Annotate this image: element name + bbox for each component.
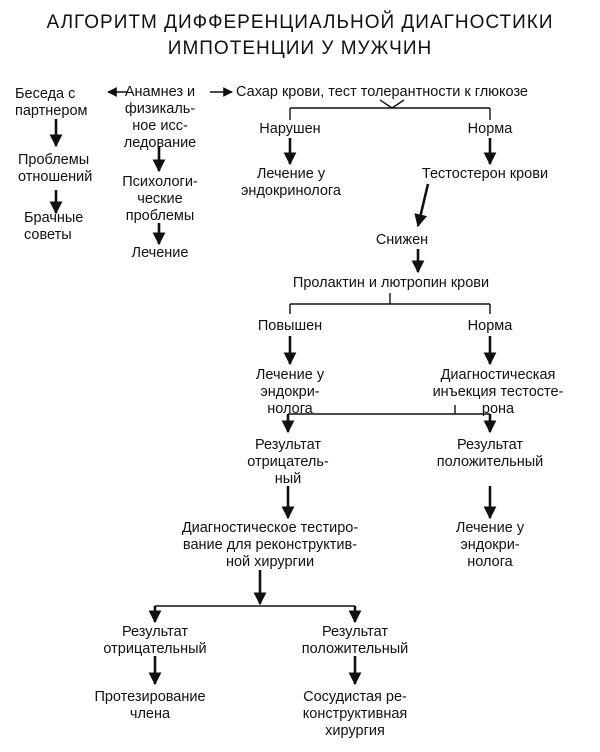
node-rezultat-otr-2: Результат отрицательный [103, 624, 207, 657]
split-notch-sakhar [379, 99, 405, 109]
node-povyshen: Повышен [257, 318, 323, 334]
node-lechenie-endo-1: Лечение у эндокринолога [241, 166, 341, 199]
node-problemy-otnosheniy: Проблемы отношений [18, 152, 93, 185]
node-rezultat-pol-1: Результат положительный [436, 437, 544, 470]
node-snizhen: Снижен [375, 232, 429, 248]
arrow-testosteron-to-snizhen [414, 183, 430, 228]
node-diag-inekcia: Диагностическая инъекция тестосте- рона [432, 367, 564, 417]
diagram-title-line-1: АЛГОРИТМ ДИФФЕРЕНЦИАЛЬНОЙ ДИАГНОСТИКИ [46, 12, 554, 33]
node-prolaktin: Пролактин и лютропин крови [292, 275, 490, 291]
node-sakhar: Сахар крови, тест толерантности к глюкоз… [236, 84, 528, 100]
node-rezultat-otr-1: Результат отрицатель- ный [247, 437, 329, 487]
node-norma-sakhar: Норма [467, 121, 513, 137]
node-norma-prolaktin: Норма [467, 318, 513, 334]
node-narushen: Нарушен [259, 121, 321, 137]
node-lechenie-endo-2: Лечение у эндокри- нолога [255, 367, 325, 417]
node-rezultat-pol-2: Результат положительный [301, 624, 409, 657]
node-brachnye-sovety: Брачные советы [24, 210, 84, 243]
node-protezirovanie: Протезирование члена [94, 689, 206, 722]
node-beseda: Беседа с партнером [15, 86, 88, 119]
node-testosteron: Тестостерон крови [421, 166, 549, 182]
node-sosudistaya: Сосудистая ре- конструктивная хирургия [302, 689, 408, 739]
node-diag-testirovanie: Диагностическое тестиро- вание для рекон… [181, 520, 359, 570]
node-psikh-problemy: Психологи- ческие проблемы [122, 174, 198, 224]
node-anamnez: Анамнез и физикаль- ное исс- ледование [123, 84, 197, 151]
node-lechenie-endo-3: Лечение у эндокри- нолога [455, 520, 525, 570]
diagram-title-line-2: ИМПОТЕНЦИИ У МУЖЧИН [167, 38, 433, 59]
node-lechenie-psikh: Лечение [131, 245, 189, 261]
